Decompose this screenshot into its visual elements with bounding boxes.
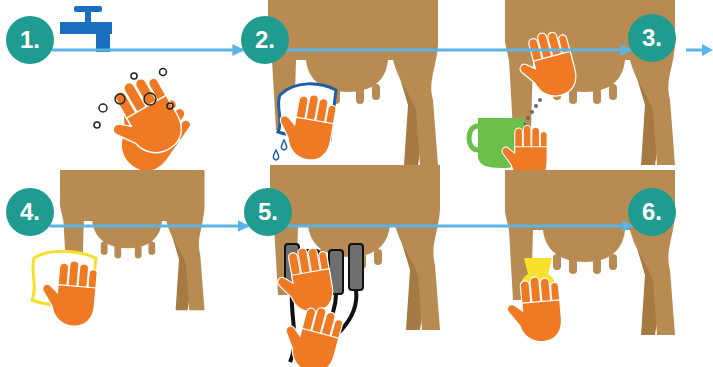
- washing-hands: [96, 69, 197, 180]
- flow-arrow: [287, 225, 632, 228]
- step-number: 2.: [241, 16, 289, 64]
- step-number: 1.: [6, 16, 54, 64]
- step-circle-fill: [6, 16, 54, 64]
- continue-arrow: [686, 44, 713, 56]
- step-circle-fill: [628, 188, 676, 236]
- step-number: 3.: [628, 14, 676, 62]
- step-label: 3.: [642, 26, 662, 50]
- bubble: [99, 104, 107, 112]
- step-number: 6.: [628, 188, 676, 236]
- step-circle-fill: [6, 188, 54, 236]
- step-number: 4.: [6, 188, 54, 236]
- faucet-stem: [85, 10, 91, 24]
- cup-handle: [469, 126, 478, 150]
- hand-icon: [505, 275, 563, 344]
- faucet-icon: [60, 6, 112, 52]
- water-drop: [273, 150, 278, 160]
- hand-icon: [274, 90, 337, 163]
- hand-icon: [513, 27, 581, 103]
- teat-cup: [349, 244, 363, 290]
- step-number: 5.: [244, 188, 292, 236]
- hand-icon: [96, 69, 190, 168]
- faucet-handle: [74, 6, 102, 12]
- step-circle-fill: [241, 16, 289, 64]
- bubble: [167, 103, 173, 109]
- hand-icon: [273, 244, 336, 317]
- step-circle-fill: [628, 14, 676, 62]
- water-drops: [273, 140, 286, 160]
- bubble: [94, 122, 100, 128]
- step-label: 2.: [255, 28, 275, 52]
- water-drop: [281, 140, 286, 150]
- step-label: 5.: [258, 200, 278, 224]
- hand-icon: [40, 258, 98, 327]
- cow-udder: [268, 0, 438, 165]
- bubble: [115, 94, 125, 104]
- bubble: [160, 69, 167, 76]
- arrow-head: [702, 44, 713, 56]
- bubble: [131, 73, 137, 79]
- flow-arrow: [49, 225, 248, 228]
- step-label: 6.: [642, 200, 662, 224]
- flow-arrow: [287, 49, 631, 52]
- flow-arrow: [52, 49, 243, 52]
- soap-bubbles: [94, 69, 173, 129]
- hand-icon: [277, 300, 345, 367]
- arrow-shaft: [686, 49, 704, 52]
- step-label: 4.: [20, 200, 40, 224]
- bubble: [144, 93, 156, 105]
- step-label: 1.: [20, 28, 40, 52]
- step-circle-fill: [244, 188, 292, 236]
